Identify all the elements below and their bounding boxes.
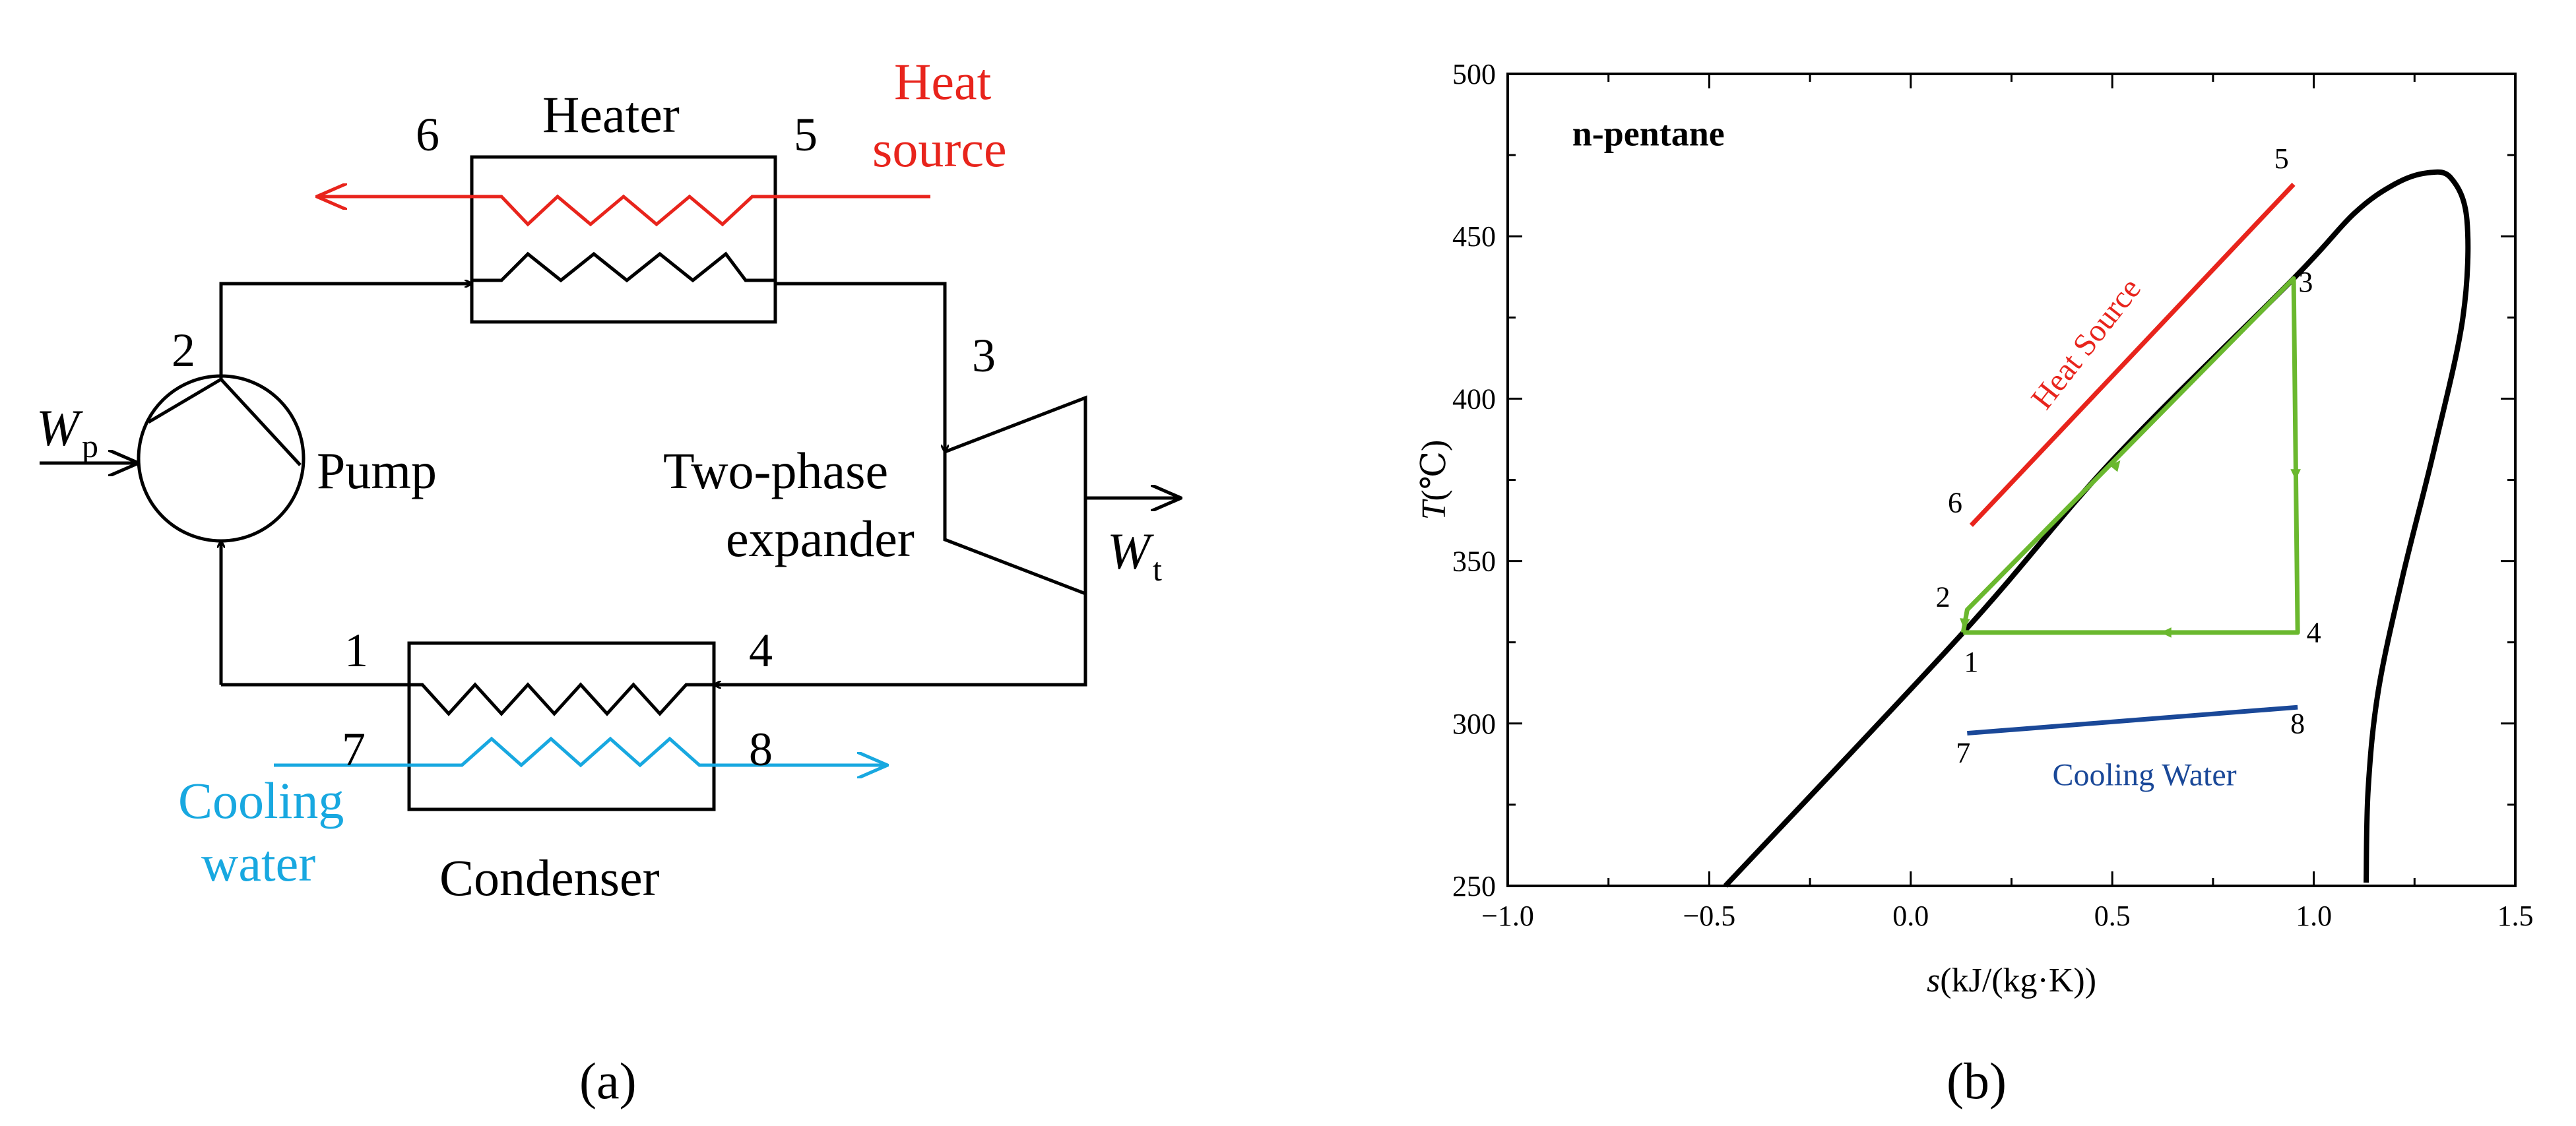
heat-source-line bbox=[1969, 183, 2296, 527]
y-tick-label: 300 bbox=[1452, 708, 1496, 740]
x-tick-label: −1.0 bbox=[1481, 900, 1534, 932]
condenser-coil-cooling bbox=[274, 736, 887, 765]
cooling-water-label-line1: Cooling bbox=[178, 772, 344, 829]
cycle-point-label: 3 bbox=[2298, 266, 2313, 298]
y-axis-label: T(℃) bbox=[1415, 440, 1453, 520]
panel-b-chart: −1.0 −0.5 0.0 0.5 1.0 1.5 250 300 350 400 450 500 s(… bbox=[1415, 58, 2534, 999]
y-tick-label: 500 bbox=[1452, 58, 1496, 90]
condenser-box bbox=[407, 641, 716, 811]
pipe-expander-to-condenser bbox=[714, 594, 1087, 685]
expander-label-line1: Two-phase bbox=[663, 442, 888, 499]
x-tick-label: 0.5 bbox=[2094, 900, 2131, 932]
panel-b-caption: (b) bbox=[1947, 1052, 2007, 1110]
chart-title: n-pentane bbox=[1572, 113, 1725, 153]
cycle-path bbox=[1960, 276, 2300, 635]
saturation-dome-line bbox=[1723, 169, 2471, 888]
heater-box bbox=[470, 155, 777, 324]
point-5-label: 5 bbox=[794, 108, 818, 161]
pump-label: Pump bbox=[317, 442, 437, 499]
cooling-water-line bbox=[1967, 704, 2298, 736]
condenser-label: Condenser bbox=[439, 849, 660, 906]
expander-body bbox=[943, 395, 1087, 596]
y-tick-label: 250 bbox=[1452, 870, 1496, 902]
x-axis-label: s(kJ/(kg·K)) bbox=[1927, 962, 2096, 999]
expander-label-line2: expander bbox=[726, 510, 915, 567]
pipe-pump-to-heater bbox=[219, 284, 472, 333]
x-tick-label: 1.0 bbox=[2296, 900, 2332, 932]
condenser-coil-working bbox=[221, 682, 714, 716]
point-4-label: 4 bbox=[749, 624, 773, 677]
cycle-point-label: 5 bbox=[2274, 142, 2289, 175]
point-1-label: 1 bbox=[344, 624, 368, 677]
heater-coil-working bbox=[472, 251, 775, 283]
heater-coil-heat-source bbox=[317, 197, 930, 227]
cycle-point-label: 4 bbox=[2307, 617, 2321, 649]
wp-label: Wp bbox=[36, 399, 98, 464]
x-tick-label: 1.5 bbox=[2497, 900, 2534, 932]
pipe-heater-to-expander bbox=[775, 282, 945, 452]
cooling-water-series-label: Cooling Water bbox=[2052, 757, 2236, 792]
cycle-arrow-heating bbox=[2109, 460, 2121, 472]
panel-a-labels: Heater Heat source Pump Two-phase expand… bbox=[36, 53, 1162, 1110]
point-7-label: 7 bbox=[342, 723, 366, 776]
cycle-point-label: 8 bbox=[2290, 708, 2305, 740]
cycle-arrow-pumping bbox=[1960, 618, 1970, 630]
cycle-arrow-expansion bbox=[2290, 469, 2301, 480]
wt-label: Wt bbox=[1107, 522, 1162, 588]
heater-label: Heater bbox=[542, 86, 680, 143]
point-6-label: 6 bbox=[416, 108, 439, 161]
pump-circle bbox=[137, 374, 306, 543]
cooling-water-label-line2: water bbox=[201, 834, 315, 892]
x-tick-label: 0.0 bbox=[1892, 900, 1929, 932]
point-2-label: 2 bbox=[172, 324, 195, 377]
cycle-arrow-condensation bbox=[2160, 627, 2172, 638]
cycle-point-label: 1 bbox=[1964, 646, 1978, 678]
y-tick-label: 350 bbox=[1452, 546, 1496, 578]
x-tick-label: −0.5 bbox=[1683, 900, 1735, 932]
cycle-point-label: 7 bbox=[1956, 737, 1970, 769]
y-tick-label: 400 bbox=[1452, 383, 1496, 415]
cycle-point-label: 6 bbox=[1948, 487, 1962, 519]
point-3-label: 3 bbox=[972, 329, 996, 382]
heat-source-series-label: Heat Source bbox=[2024, 272, 2148, 416]
y-tick-label: 450 bbox=[1452, 220, 1496, 253]
cycle-point-label: 2 bbox=[1936, 581, 1950, 613]
point-8-label: 8 bbox=[749, 723, 773, 776]
panel-a-schematic bbox=[40, 155, 1181, 811]
heat-source-label-line1: Heat bbox=[894, 53, 992, 110]
panel-a-caption: (a) bbox=[579, 1052, 637, 1110]
heat-source-label-line2: source bbox=[872, 120, 1007, 177]
